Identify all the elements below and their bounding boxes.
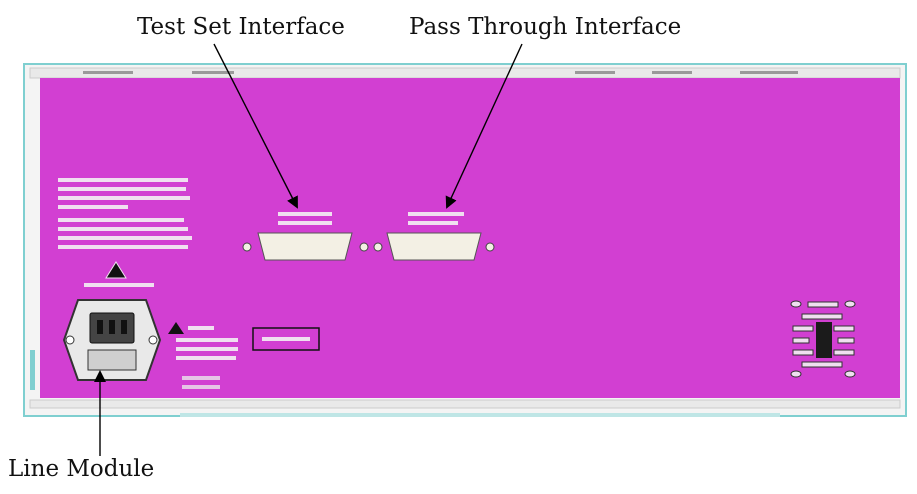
ac-inlet-icon [62,299,162,381]
connector-screw [373,242,383,252]
db25-shell [386,232,482,261]
callout-line-module: Line Module [8,456,155,482]
serial-number-plate [252,327,320,351]
bottom-rail [29,399,901,409]
test-set-connector [242,212,369,261]
fuse-drawer [87,349,137,371]
connector-screw [485,242,495,252]
connector-screw [359,242,369,252]
iec-pin [121,320,127,334]
connector-label-marking [278,212,332,216]
iec-pin [97,320,103,334]
callout-pass-through-interface: Pass Through Interface [409,14,682,40]
connector-screw [242,242,252,252]
connector-label-marking [408,221,458,225]
line-module-screw [148,335,158,345]
connector-label-marking [408,212,464,216]
left-handle-mark [30,350,35,390]
warning-text-block [58,178,192,249]
fan-grille-icon [783,296,863,380]
line-module-screw [65,335,75,345]
callout-arrows [94,43,523,456]
top-markings [83,71,798,74]
connector-label-marking [278,221,332,225]
bottom-foot [180,413,780,417]
arrow-test-set [213,43,298,209]
warning-triangle-icon [84,261,154,287]
iec-pin [109,320,115,334]
pass-through-connector [373,212,495,261]
rating-text [168,322,238,389]
callout-test-set-interface: Test Set Interface [137,14,345,40]
arrow-pass-through [445,43,523,209]
db25-shell [257,232,353,261]
